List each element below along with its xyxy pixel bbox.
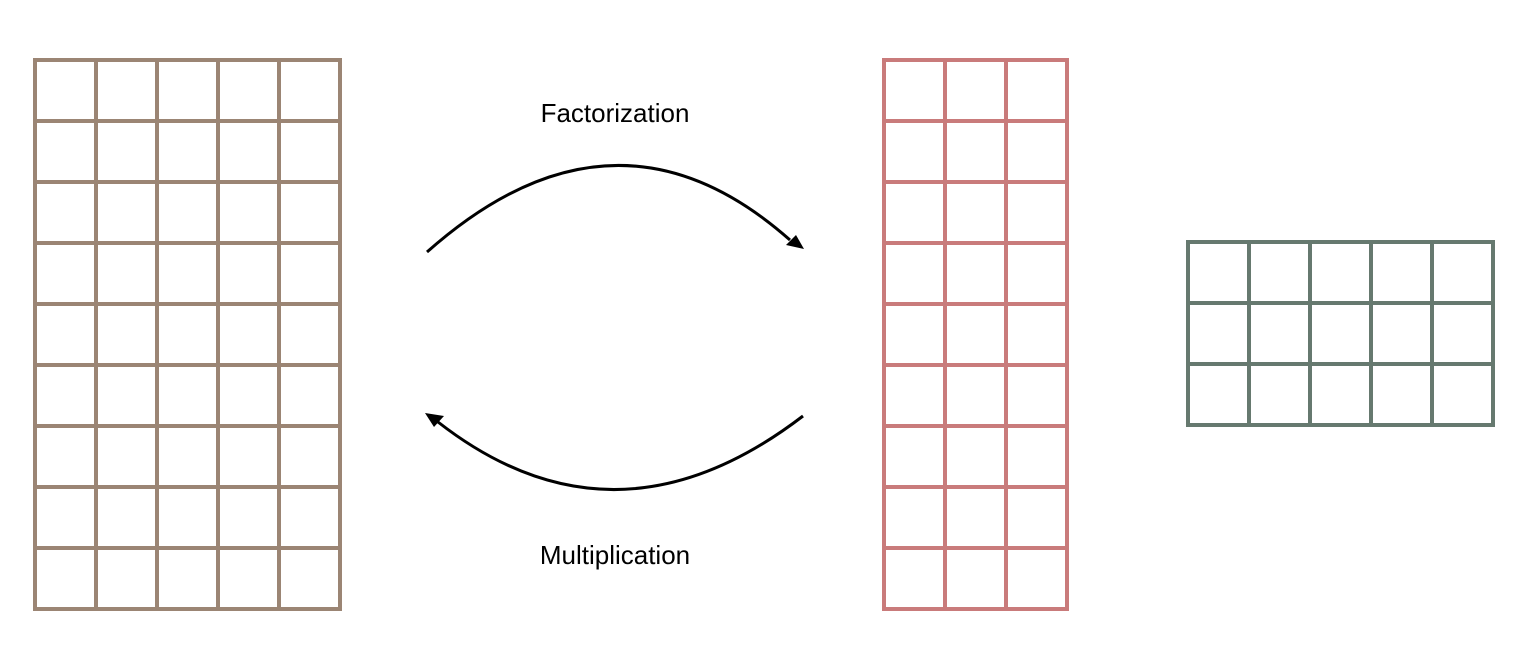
matrix-cell (277, 241, 342, 306)
matrix-cell (1369, 301, 1434, 366)
matrix-cell (94, 363, 159, 428)
matrix-cell (33, 424, 98, 489)
matrix-cell (155, 302, 220, 367)
multiplication-label: Multiplication (540, 540, 690, 570)
matrix-cell (155, 241, 220, 306)
matrix-cell (1308, 240, 1373, 305)
matrix-cell (882, 58, 947, 123)
matrix-cell (155, 119, 220, 184)
matrix-cell (33, 241, 98, 306)
matrix-cell (155, 363, 220, 428)
matrix-cell (277, 119, 342, 184)
matrix-cell (943, 546, 1008, 611)
matrix-cell (943, 485, 1008, 550)
matrix-cell (882, 363, 947, 428)
matrix-cell (1004, 241, 1069, 306)
matrix-cell (33, 119, 98, 184)
matrix-cell (277, 363, 342, 428)
matrix-cell (882, 424, 947, 489)
matrix-cell (1247, 240, 1312, 305)
matrix-cell (882, 119, 947, 184)
matrix-cell (155, 546, 220, 611)
matrix-cell (943, 119, 1008, 184)
matrix-cell (33, 58, 98, 123)
matrix-cell (94, 119, 159, 184)
matrix-cell (1004, 485, 1069, 550)
matrix-cell (94, 302, 159, 367)
matrix-cell (1247, 301, 1312, 366)
matrix-cell (943, 302, 1008, 367)
matrix-cell (33, 302, 98, 367)
matrix-cell (155, 485, 220, 550)
matrix-cell (1004, 363, 1069, 428)
matrix-cell (943, 424, 1008, 489)
matrix-cell (1247, 362, 1312, 427)
matrix-cell (1004, 119, 1069, 184)
matrix-cell (1430, 301, 1495, 366)
matrix-cell (1004, 180, 1069, 245)
matrix-cell (1004, 302, 1069, 367)
matrix-cell (216, 363, 281, 428)
matrix-cell (216, 180, 281, 245)
factorization-label: Factorization (541, 98, 690, 128)
matrix-cell (216, 119, 281, 184)
matrix-cell (277, 424, 342, 489)
matrix-cell (1308, 301, 1373, 366)
matrix-cell (1186, 362, 1251, 427)
matrix-cell (216, 241, 281, 306)
matrix-cell (943, 58, 1008, 123)
matrix-cell (33, 180, 98, 245)
matrix-cell (94, 241, 159, 306)
matrix-cell (882, 241, 947, 306)
matrix-cell (943, 180, 1008, 245)
matrix-cell (882, 302, 947, 367)
matrix-cell (33, 546, 98, 611)
matrix-cell (94, 546, 159, 611)
arrowhead-right-icon (786, 235, 804, 249)
multiplication-arrow (425, 413, 804, 491)
matrix-cell (943, 363, 1008, 428)
matrix-cell (94, 485, 159, 550)
matrix-cell (1369, 362, 1434, 427)
matrix-cell (155, 58, 220, 123)
matrix-cell (1004, 546, 1069, 611)
matrix-cell (155, 180, 220, 245)
matrix-cell (94, 180, 159, 245)
matrix-cell (882, 485, 947, 550)
matrix-cell (216, 58, 281, 123)
matrix-cell (33, 485, 98, 550)
matrix-cell (277, 546, 342, 611)
matrix-cell (33, 363, 98, 428)
arrowhead-left-icon (425, 413, 444, 427)
matrix-cell (216, 302, 281, 367)
left-factor-matrix-grid (882, 58, 1069, 611)
matrix-cell (216, 546, 281, 611)
matrix-cell (1186, 301, 1251, 366)
matrix-cell (216, 424, 281, 489)
matrix-cell (94, 58, 159, 123)
matrix-cell (1308, 362, 1373, 427)
matrix-cell (277, 58, 342, 123)
matrix-cell (277, 180, 342, 245)
matrix-cell (277, 302, 342, 367)
matrix-cell (216, 485, 281, 550)
matrix-cell (1004, 424, 1069, 489)
original-matrix-grid (33, 58, 342, 611)
matrix-cell (155, 424, 220, 489)
matrix-cell (882, 180, 947, 245)
matrix-cell (94, 424, 159, 489)
factorization-arrow (426, 164, 804, 254)
matrix-cell (1004, 58, 1069, 123)
matrix-cell (1430, 240, 1495, 305)
matrix-cell (1430, 362, 1495, 427)
matrix-cell (277, 485, 342, 550)
right-factor-matrix-grid (1186, 240, 1495, 427)
matrix-cell (1186, 240, 1251, 305)
matrix-cell (1369, 240, 1434, 305)
matrix-cell (882, 546, 947, 611)
matrix-cell (943, 241, 1008, 306)
